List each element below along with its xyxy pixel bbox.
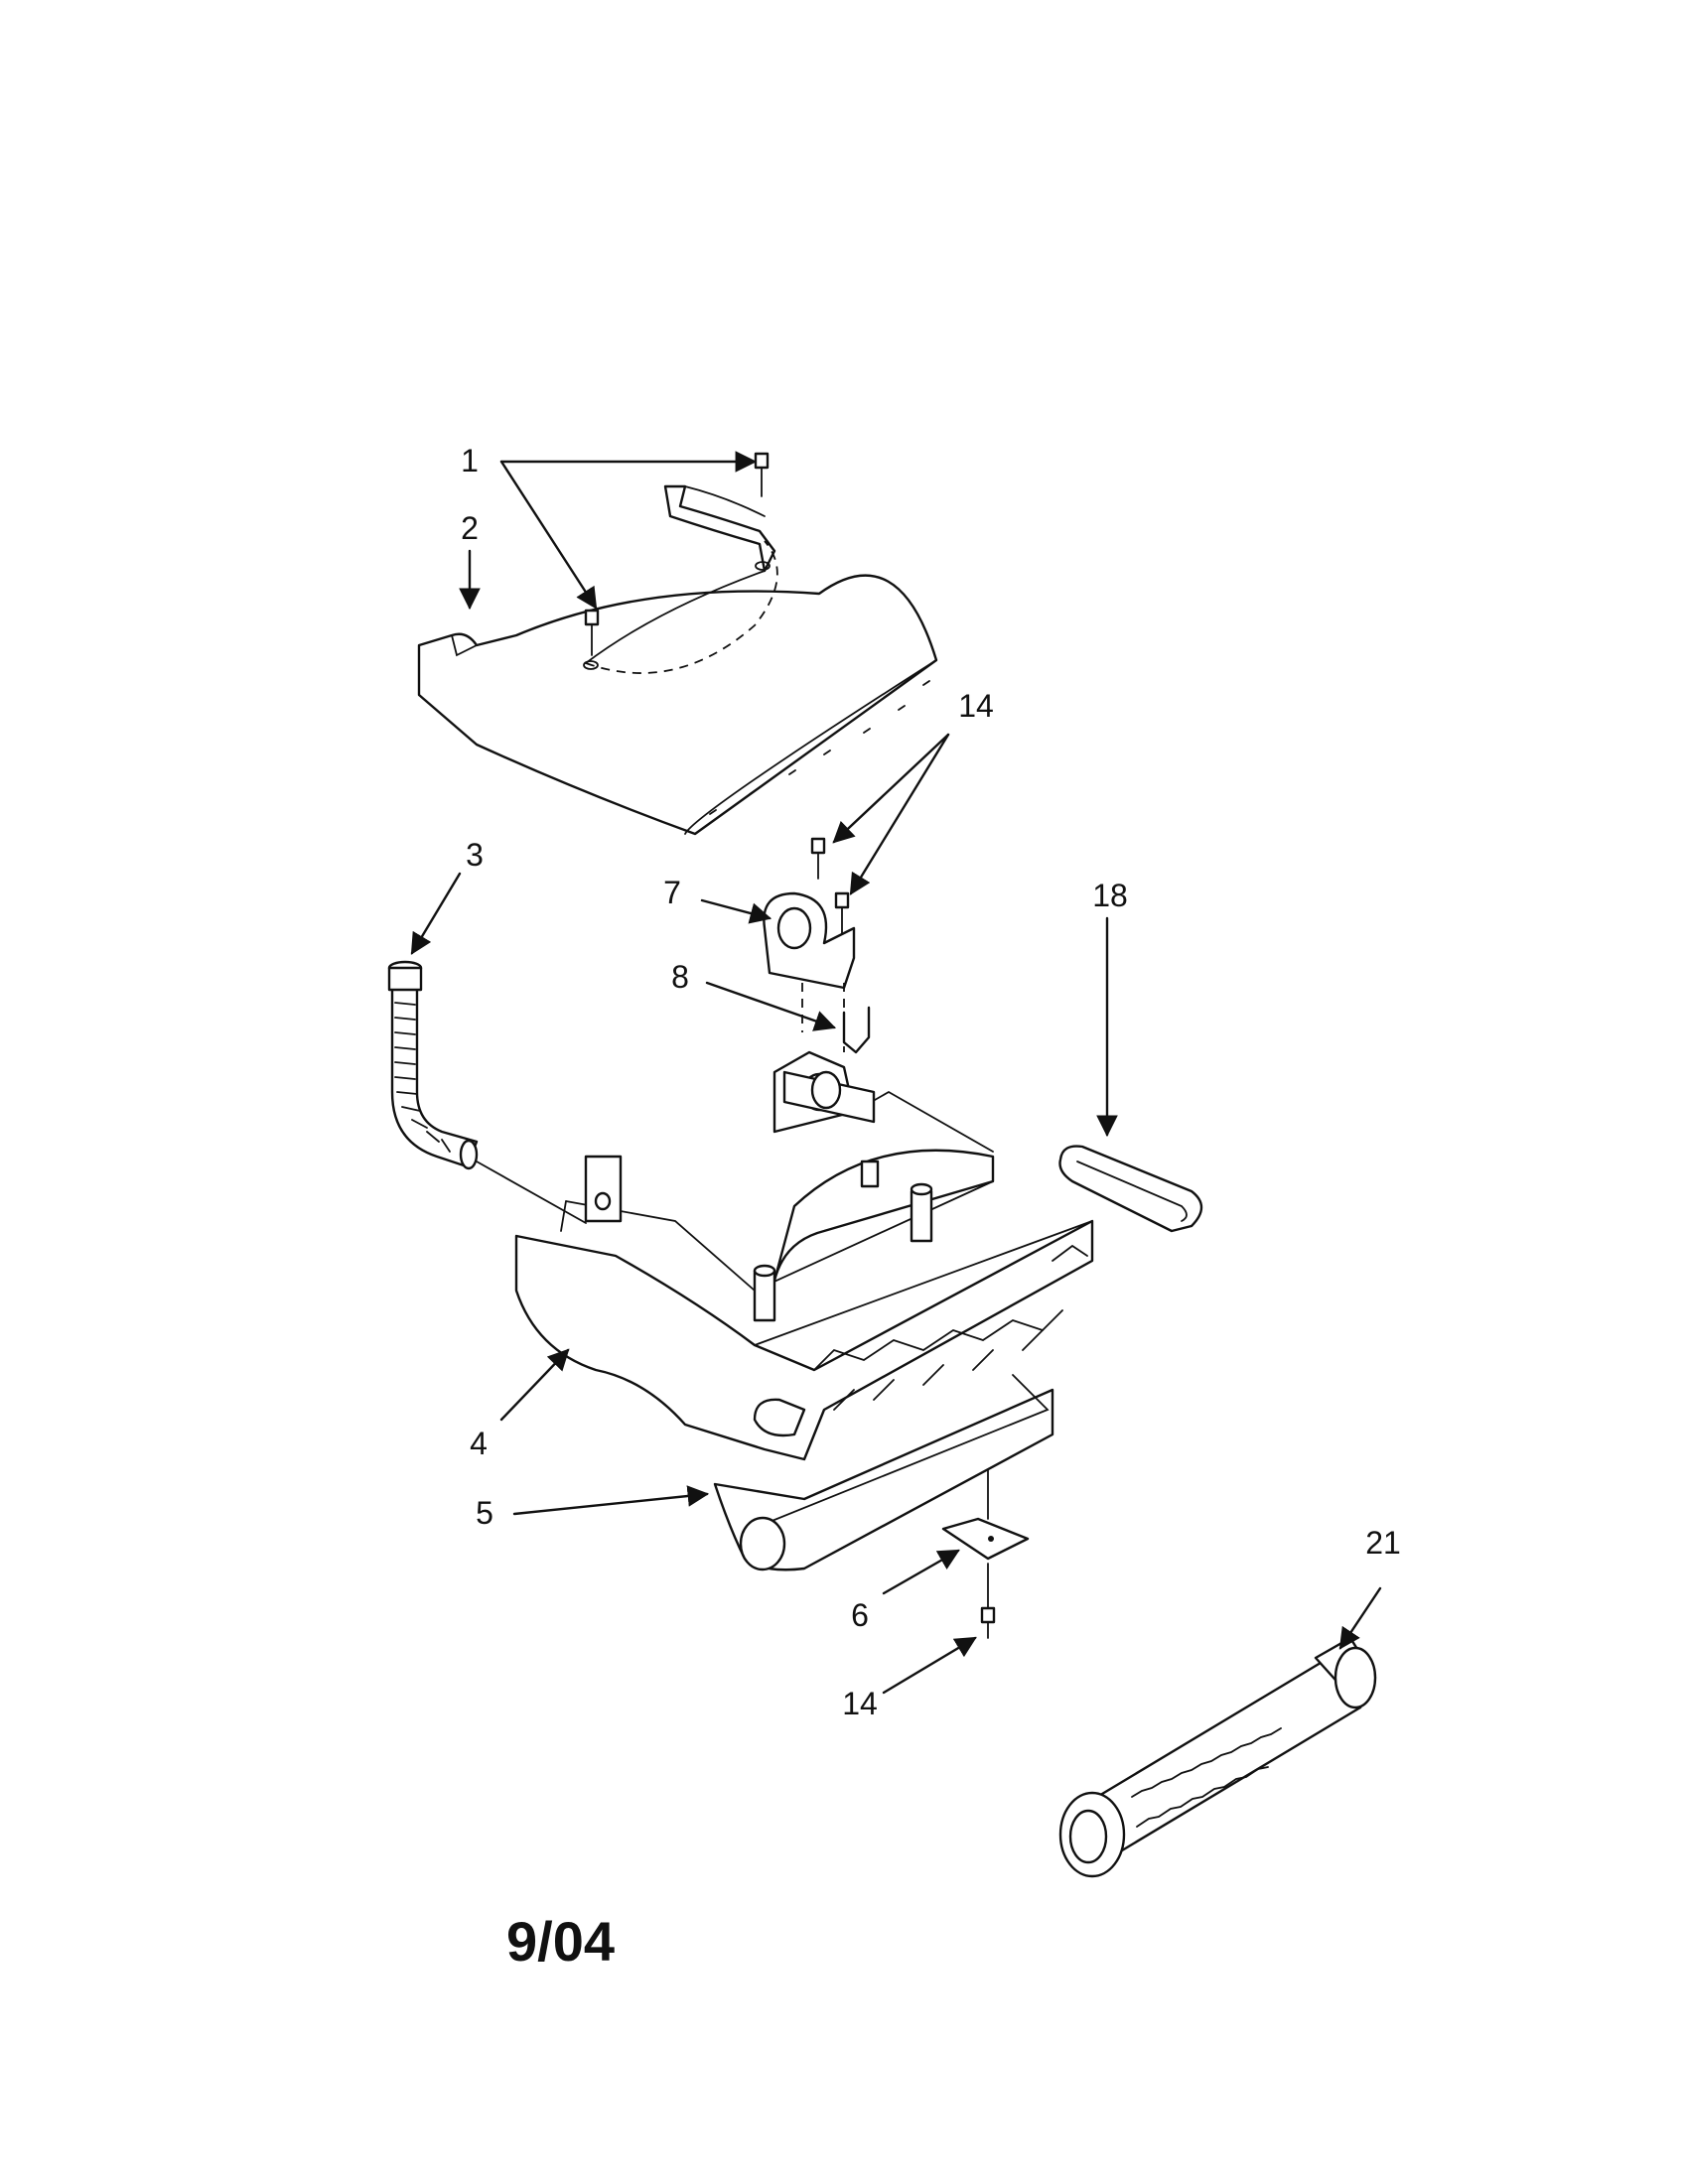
top-cover	[417, 484, 938, 836]
date-code: 9/04	[506, 1910, 615, 1973]
callout-5: 5	[476, 1495, 493, 1531]
callout-7: 7	[663, 875, 681, 910]
thumb-screw-right	[754, 452, 770, 497]
callout-4: 4	[470, 1426, 488, 1461]
screw-lower	[980, 1606, 996, 1639]
screw-upper-right	[834, 891, 850, 934]
drive-belt	[1058, 1145, 1203, 1233]
bracket-plate	[941, 1468, 1030, 1609]
callout-labels: 1 2 3 4 5 6 7 8 14 14 18 21	[461, 443, 1401, 1721]
callout-6: 6	[851, 1597, 869, 1633]
thumb-screw-left	[584, 609, 600, 656]
screw-upper-left	[810, 837, 826, 880]
bumper-cover	[713, 1374, 1054, 1571]
motor-bracket	[763, 891, 856, 1052]
callout-8: 8	[671, 959, 689, 995]
callout-1: 1	[461, 443, 479, 478]
brush-roll	[1058, 1636, 1377, 1878]
base-housing	[514, 1050, 1094, 1461]
spring-clip	[842, 1006, 871, 1054]
callout-3: 3	[466, 837, 484, 873]
flexible-hose	[387, 960, 587, 1224]
callout-21: 21	[1365, 1525, 1401, 1561]
callout-18: 18	[1092, 878, 1128, 913]
callout-14-lower: 14	[842, 1686, 878, 1721]
leader-lines	[410, 451, 1382, 1695]
callout-14-upper: 14	[958, 688, 994, 724]
callout-2: 2	[461, 510, 479, 546]
motor-mount-ear	[782, 1070, 876, 1124]
